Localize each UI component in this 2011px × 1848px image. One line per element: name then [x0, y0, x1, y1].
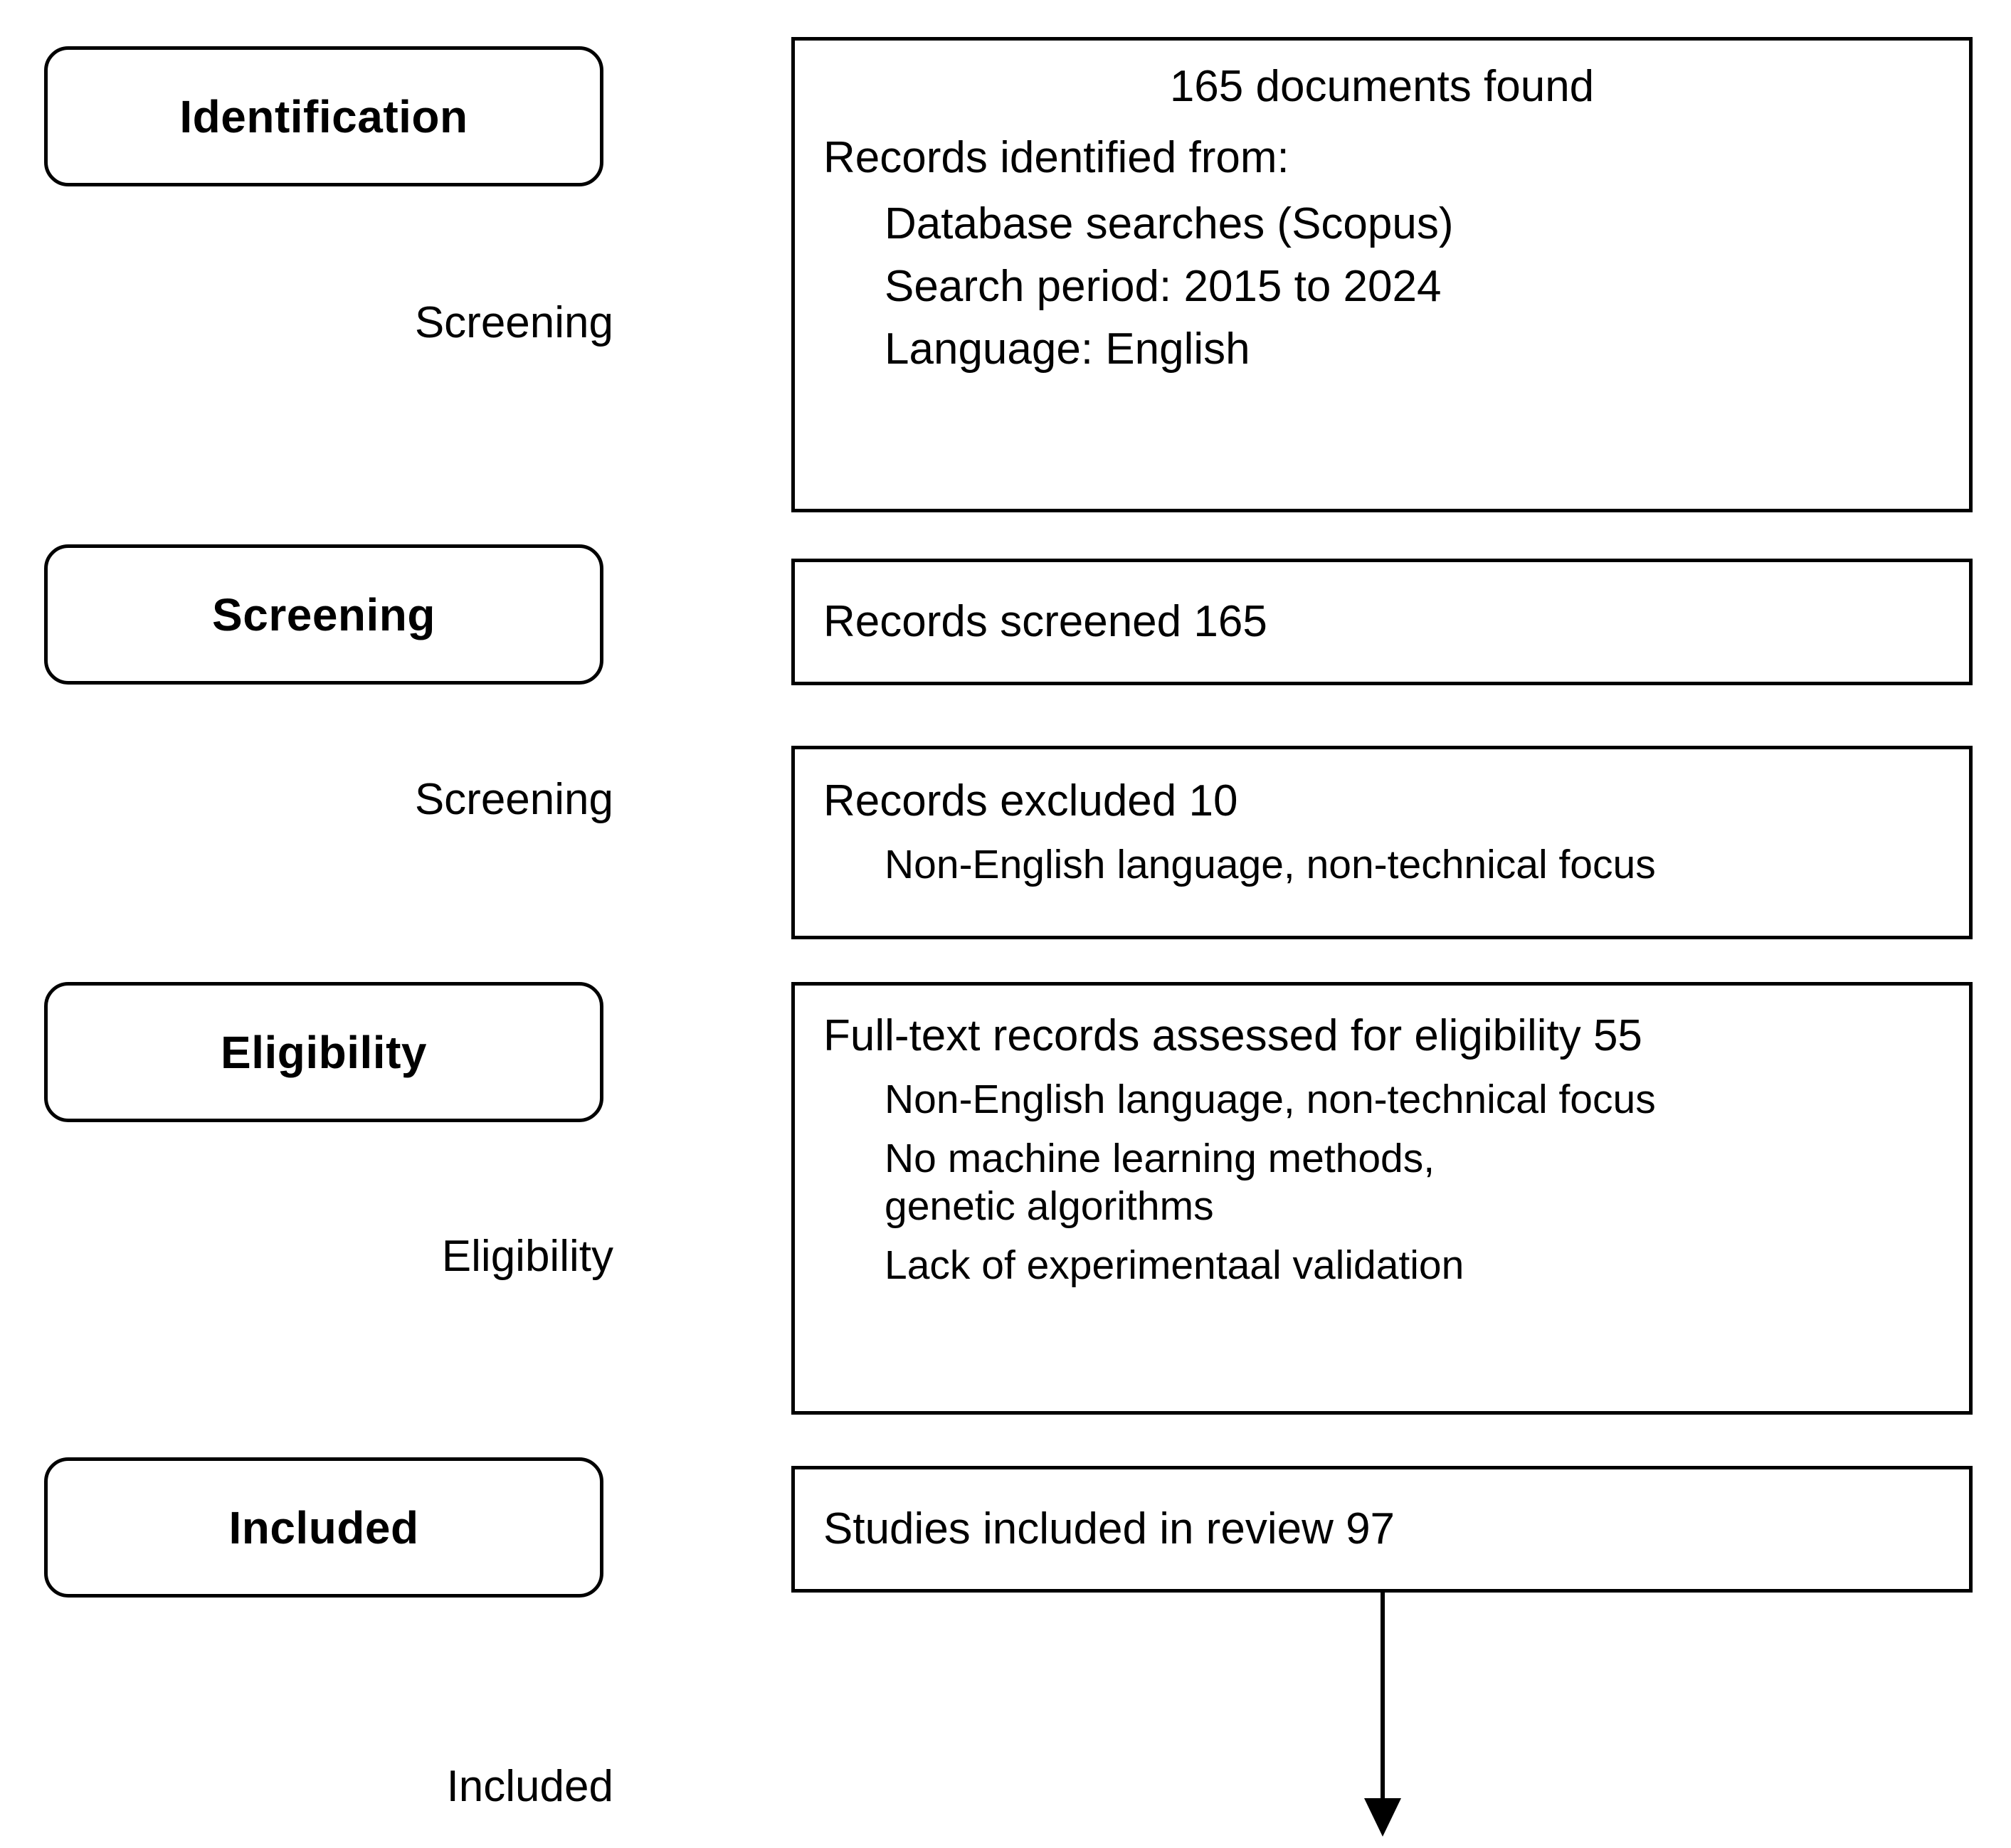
- flow-box-records-screened: Records screened 165: [791, 559, 1973, 685]
- eligibility-line: Full-text records assessed for eligibili…: [823, 1011, 1642, 1060]
- records-excluded-reason-1: Non-English language, non-technical focu…: [885, 842, 1656, 888]
- stage-pill-eligibility: Eligibility: [44, 982, 603, 1122]
- flow-box-studies-included: Studies included in review 97: [791, 1466, 1973, 1593]
- stage-pill-identification: Identification: [44, 46, 603, 186]
- stage-pill-included-label: Included: [228, 1501, 419, 1553]
- studies-included-line: Studies included in review 97: [823, 1504, 1395, 1553]
- stage-pill-screening-label: Screening: [212, 588, 436, 640]
- identification-lead: Records identified from:: [823, 133, 1289, 183]
- stage-pill-included: Included: [44, 1457, 603, 1598]
- eligibility-reason-2: No machine learning methods,: [885, 1136, 1435, 1182]
- identification-item-database: Database searches (Scopus): [885, 199, 1454, 248]
- flow-box-records-excluded: Records excluded 10 Non-English language…: [791, 746, 1973, 939]
- stage-pill-screening: Screening: [44, 544, 603, 685]
- flow-box-identification: 165 documents found Records identified f…: [791, 37, 1973, 512]
- stage-caption-screening-1: Screening: [414, 298, 613, 347]
- stage-caption-screening-2: Screening: [414, 775, 613, 824]
- stage-pill-eligibility-label: Eligibility: [221, 1026, 427, 1078]
- eligibility-reason-1: Non-English language, non-technical focu…: [885, 1077, 1656, 1123]
- identification-item-language: Language: English: [885, 324, 1250, 374]
- eligibility-reason-4: Lack of experimentaal validation: [885, 1242, 1464, 1289]
- stage-caption-eligibility: Eligibility: [441, 1232, 613, 1281]
- identification-headline: 165 documents found: [1169, 62, 1595, 111]
- stage-caption-included: Included: [446, 1762, 613, 1811]
- records-screened-line: Records screened 165: [823, 596, 1267, 646]
- connector-line-down: [1381, 1593, 1385, 1805]
- flow-box-eligibility: Full-text records assessed for eligibili…: [791, 982, 1973, 1415]
- records-excluded-line: Records excluded 10: [823, 776, 1238, 825]
- eligibility-reason-3: genetic algorithms: [885, 1183, 1214, 1230]
- identification-item-search-period: Search period: 2015 to 2024: [885, 261, 1442, 311]
- stage-pill-identification-label: Identification: [179, 90, 468, 142]
- arrow-head-down-icon: [1364, 1798, 1401, 1837]
